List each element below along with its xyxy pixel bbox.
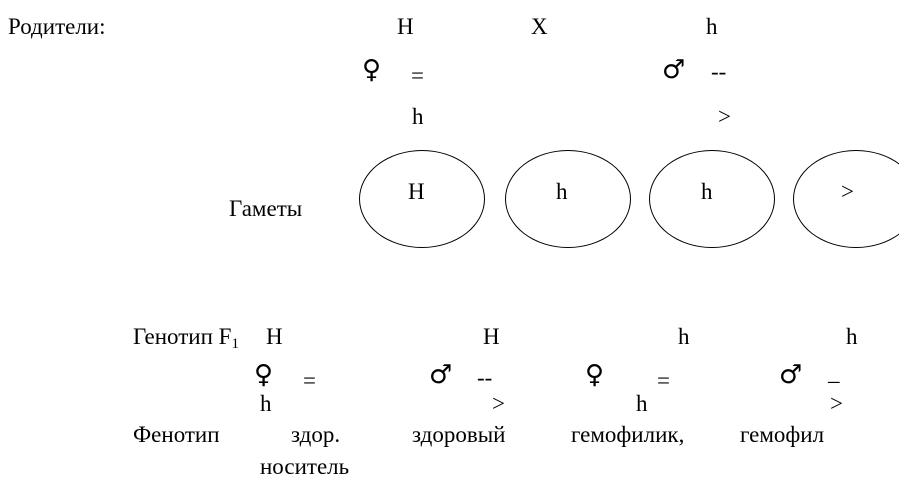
male-symbol-icon: ♂ bbox=[429, 360, 453, 390]
parent-female-allele-bottom: h bbox=[412, 104, 424, 129]
gamete-circle-1 bbox=[359, 150, 485, 248]
gamete-circle-2 bbox=[505, 150, 631, 248]
male-symbol-icon: ♂ bbox=[662, 55, 686, 85]
f1-allele-bottom-1: h bbox=[260, 391, 272, 416]
phenotype-label: Фенотип bbox=[133, 422, 220, 447]
phenotype-item-3: гемофилик, bbox=[571, 422, 685, 447]
female-symbol-icon: ♀ bbox=[362, 55, 382, 85]
phenotype-item-1-line-2: носитель bbox=[260, 454, 350, 479]
f1-chromosome-line-1: = bbox=[303, 368, 316, 393]
gamete-circle-3 bbox=[649, 150, 775, 248]
f1-genotype-label: Генотип F1 bbox=[133, 324, 239, 352]
male-symbol-icon: ♂ bbox=[779, 360, 803, 390]
f1-subscript: 1 bbox=[231, 336, 239, 352]
f1-allele-top-4: h bbox=[846, 324, 858, 349]
f1-allele-top-2: H bbox=[483, 324, 500, 349]
parent-male-allele-bottom: > bbox=[718, 104, 731, 129]
f1-allele-bottom-2: > bbox=[492, 391, 505, 416]
f1-chromosome-line-4: _ bbox=[828, 360, 840, 385]
f1-chromosome-line-2: -- bbox=[477, 365, 493, 390]
female-symbol-icon: ♀ bbox=[254, 360, 274, 390]
f1-allele-top-1: H bbox=[266, 324, 283, 349]
gamete-label-2: h bbox=[556, 179, 568, 204]
parent-male-allele-top: h bbox=[706, 14, 718, 39]
f1-allele-bottom-3: h bbox=[636, 391, 648, 416]
phenotype-item-1: здор. bbox=[291, 422, 341, 447]
cross-symbol: X bbox=[531, 14, 548, 39]
gamete-label-4: > bbox=[841, 179, 854, 204]
parent-male-chromosome-line: -- bbox=[711, 59, 727, 84]
f1-allele-top-3: h bbox=[678, 324, 690, 349]
gametes-label: Гаметы bbox=[229, 196, 303, 221]
f1-chromosome-line-3: = bbox=[657, 368, 670, 393]
f1-allele-bottom-4: > bbox=[830, 391, 843, 416]
phenotype-item-4: гемофил bbox=[740, 422, 825, 447]
parent-female-chromosome-line: = bbox=[411, 63, 424, 88]
phenotype-item-2: здоровый bbox=[412, 422, 506, 447]
parents-label: Родители: bbox=[8, 14, 106, 39]
gamete-label-1: H bbox=[408, 179, 425, 204]
female-symbol-icon: ♀ bbox=[585, 360, 605, 390]
parent-female-allele-top: H bbox=[397, 14, 414, 39]
gamete-label-3: h bbox=[701, 179, 713, 204]
